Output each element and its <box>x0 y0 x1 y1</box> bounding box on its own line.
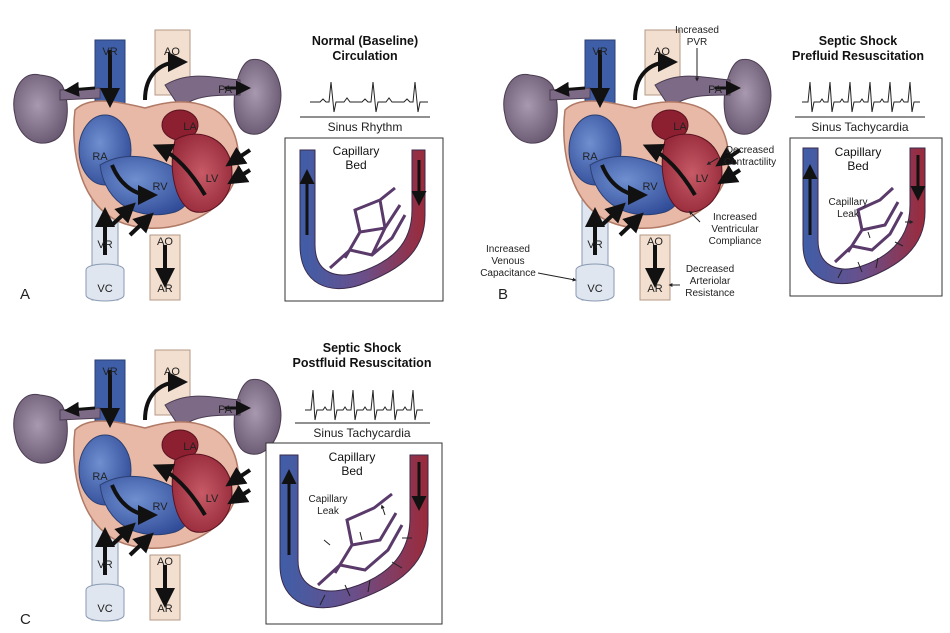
panel-a-title-line1: Normal (Baseline) <box>312 34 418 48</box>
annotation-compliance-1: Increased <box>713 212 757 223</box>
panel-c-title-line1: Septic Shock <box>323 341 402 355</box>
ecg-trace-a <box>309 81 429 113</box>
ecg-trace-c <box>304 389 424 421</box>
capillary-bed-a <box>299 149 427 290</box>
leak-label-c-1: Capillary <box>309 494 348 505</box>
rhythm-label-c: Sinus Tachycardia <box>313 426 410 440</box>
label-ao-bottom: AO <box>157 236 173 248</box>
label-la: LA <box>183 121 197 133</box>
label-la-b: LA <box>673 121 687 133</box>
leak-label-b-1: Capillary <box>829 197 868 208</box>
label-ra-b: RA <box>582 151 598 163</box>
panel-c: VR AO PA RA LA RV LV VR VC AO AR Septic … <box>14 341 443 628</box>
label-rv: RV <box>152 181 168 193</box>
label-ar: AR <box>157 283 172 295</box>
label-ar-b: AR <box>647 283 662 295</box>
rhythm-label-a: Sinus Rhythm <box>328 120 403 134</box>
label-vr-bottom-c: VR <box>97 559 112 571</box>
panel-b-title-line2: Prefluid Resuscitation <box>792 49 924 63</box>
capillary-label-c-1: Capillary <box>329 450 376 464</box>
heart-illustration-a <box>14 30 281 301</box>
label-ao-top: AO <box>164 46 180 58</box>
label-pa: PA <box>218 84 233 96</box>
annotation-venous-2: Venous <box>491 256 524 267</box>
label-vc-c: VC <box>97 603 112 615</box>
label-la-c: LA <box>183 441 197 453</box>
annotation-venous-1: Increased <box>486 244 530 255</box>
capillary-label-c-2: Bed <box>341 464 362 478</box>
capillary-label-b-2: Bed <box>847 159 868 173</box>
capillary-bed-c <box>279 454 429 609</box>
label-vr-top-c: VR <box>102 366 117 378</box>
label-vc: VC <box>97 283 112 295</box>
compliance-pointer <box>688 210 701 223</box>
label-ao-bottom-b: AO <box>647 236 663 248</box>
label-ra: RA <box>92 151 108 163</box>
label-vr-top-b: VR <box>592 46 607 58</box>
capillary-label-b-1: Capillary <box>835 145 882 159</box>
annotation-pvr-2: PVR <box>687 37 708 48</box>
panel-a-title-line2: Circulation <box>332 49 397 63</box>
label-rv-b: RV <box>642 181 658 193</box>
label-ar-c: AR <box>157 603 172 615</box>
label-vc-b: VC <box>587 283 602 295</box>
label-ra-c: RA <box>92 471 108 483</box>
label-pa-b: PA <box>708 84 723 96</box>
label-vr-top: VR <box>102 46 117 58</box>
label-lv-c: LV <box>206 493 219 505</box>
label-ao-bottom-c: AO <box>157 556 173 568</box>
panel-b-title-line1: Septic Shock <box>819 34 898 48</box>
annotation-arteriolar-2: Arteriolar <box>690 276 731 287</box>
label-ao-top-c: AO <box>164 366 180 378</box>
annotation-arteriolar-3: Resistance <box>685 288 735 299</box>
annotation-arteriolar-1: Decreased <box>686 264 734 275</box>
label-vr-bottom-b: VR <box>587 239 602 251</box>
rhythm-label-b: Sinus Tachycardia <box>811 120 908 134</box>
venous-pointer <box>537 272 577 282</box>
capillary-label-a-2: Bed <box>345 158 366 172</box>
label-ao-top-b: AO <box>654 46 670 58</box>
panel-letter-a: A <box>20 286 30 303</box>
annotation-compliance-2: Ventricular <box>711 224 759 235</box>
annotation-pvr-1: Increased <box>675 25 719 36</box>
annotation-contractility-1: Decreased <box>726 145 774 156</box>
label-rv-c: RV <box>152 501 168 513</box>
leak-label-b-2: Leak <box>837 209 860 220</box>
panel-c-title-line2: Postfluid Resuscitation <box>293 356 432 370</box>
panel-letter-b: B <box>498 286 508 303</box>
annotation-contractility-2: Contractility <box>724 157 776 168</box>
panel-b: VR AO PA RA LA RV LV VR VC AO AR Increas… <box>480 25 943 303</box>
annotation-compliance-3: Compliance <box>709 236 762 247</box>
capillary-bed-b <box>802 147 926 285</box>
panel-letter-c: C <box>20 611 31 628</box>
panel-a: VR AO PA RA LA RV LV VR VC AO AR Normal … <box>14 30 444 303</box>
leak-label-c-2: Leak <box>317 506 340 517</box>
contractility-pointer <box>706 157 719 165</box>
ecg-trace-b <box>801 81 921 113</box>
label-lv: LV <box>206 173 219 185</box>
label-pa-c: PA <box>218 404 233 416</box>
capillary-label-a-1: Capillary <box>333 144 380 158</box>
annotation-venous-3: Capacitance <box>480 268 536 279</box>
label-vr-bottom: VR <box>97 239 112 251</box>
label-lv-b: LV <box>696 173 709 185</box>
heart-illustration-c <box>14 350 281 621</box>
